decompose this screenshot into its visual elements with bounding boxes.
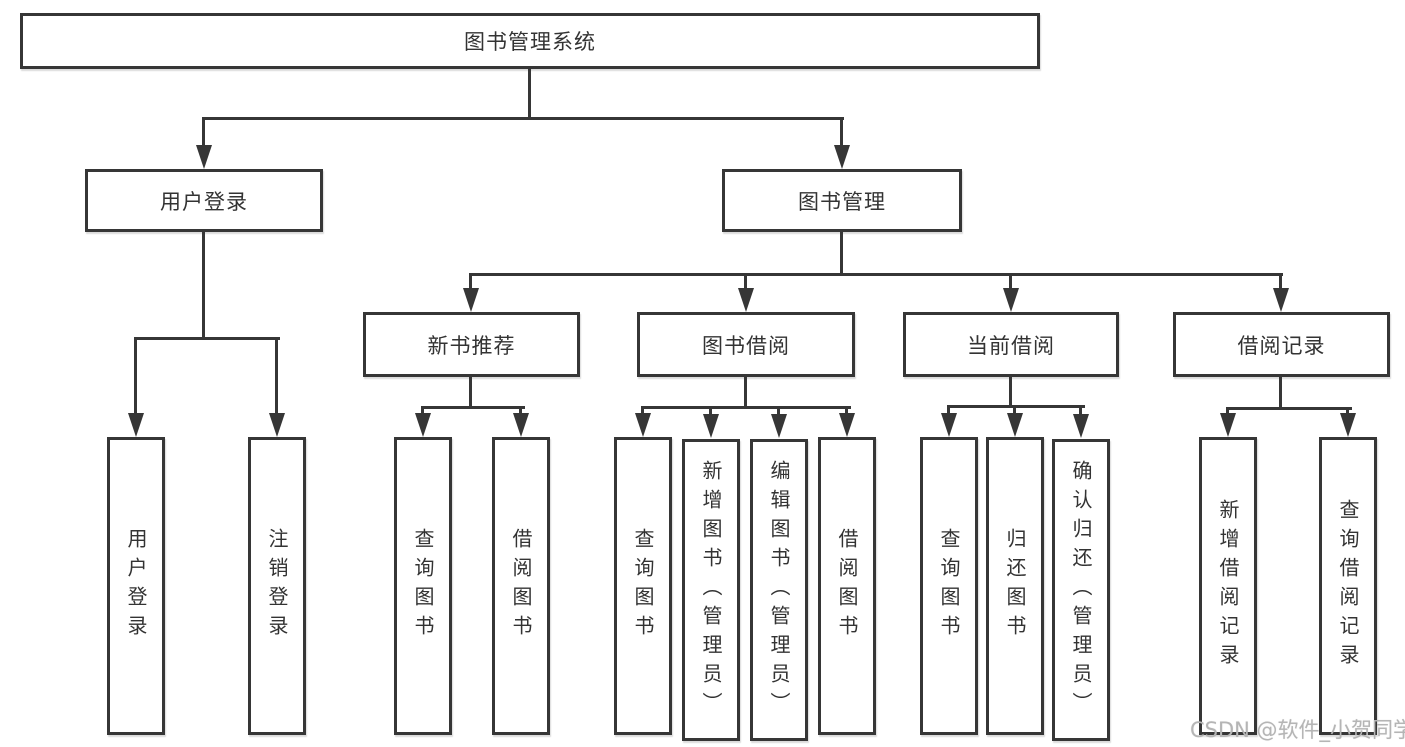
connector-line [1009, 273, 1012, 291]
connector-line [1013, 405, 1016, 416]
connector-line [744, 273, 747, 291]
leaf-logout: 注销登录 [248, 437, 306, 735]
connector-line [275, 337, 278, 415]
leaf-borrow-books: 借阅图书 [818, 437, 876, 735]
connector-line [202, 117, 205, 147]
leaf-label: 查询图书 [937, 528, 961, 644]
connector-line [469, 273, 1283, 276]
node-current-borrowing: 当前借阅 [903, 312, 1119, 377]
connector-line [528, 69, 531, 117]
connector-line [202, 117, 844, 120]
watermark-text: CSDN @软件_小贺同学 [1190, 718, 1405, 742]
arrowhead-down-icon [703, 414, 719, 438]
connector-line [469, 273, 472, 291]
leaf-label: 新增图书（管理员） [699, 459, 723, 721]
node-label: 用户登录 [160, 189, 248, 214]
connector-line [134, 337, 137, 415]
node-borrowing-records: 借阅记录 [1173, 312, 1390, 377]
node-label: 当前借阅 [967, 333, 1055, 358]
node-label: 新书推荐 [427, 333, 516, 358]
leaf-label: 查询借阅记录 [1336, 499, 1360, 673]
connector-line [1279, 377, 1282, 407]
connector-line [134, 337, 280, 340]
leaf-label: 归还图书 [1003, 528, 1027, 644]
leaf-query-books-recommend: 查询图书 [394, 437, 452, 735]
node-library-management-system: 图书管理系统 [20, 13, 1040, 69]
arrowhead-down-icon [834, 145, 850, 169]
arrowhead-down-icon [1003, 288, 1019, 312]
arrowhead-down-icon [1340, 413, 1356, 437]
connector-line [1009, 377, 1012, 405]
leaf-label: 编辑图书（管理员） [767, 459, 791, 721]
connector-line [947, 405, 1085, 408]
leaf-add-books-admin: 新增图书（管理员） [682, 439, 740, 741]
node-label: 图书管理系统 [464, 30, 596, 54]
node-label: 借阅记录 [1237, 333, 1326, 358]
arrowhead-down-icon [941, 413, 957, 437]
connector-line [947, 405, 950, 416]
arrowhead-down-icon [1073, 414, 1089, 438]
arrowhead-down-icon [513, 413, 529, 437]
connector-line [1226, 407, 1352, 410]
connector-line [1346, 407, 1349, 416]
arrowhead-down-icon [463, 288, 479, 312]
arrowhead-down-icon [1273, 288, 1289, 312]
connector-line [1226, 407, 1229, 416]
connector-line [421, 406, 525, 409]
leaf-label: 确认归还（管理员） [1069, 459, 1093, 721]
arrowhead-down-icon [196, 145, 212, 169]
leaf-confirm-return-admin: 确认归还（管理员） [1052, 439, 1110, 741]
leaf-borrow-books-recommend: 借阅图书 [492, 437, 550, 735]
arrowhead-down-icon [269, 413, 285, 437]
node-label: 图书管理 [798, 189, 886, 214]
leaf-add-borrow-record: 新增借阅记录 [1199, 437, 1257, 735]
node-book-management: 图书管理 [722, 169, 962, 232]
connector-line [845, 406, 848, 416]
connector-line [840, 232, 843, 273]
connector-line [519, 406, 522, 416]
connector-line [641, 406, 851, 409]
connector-line [421, 406, 424, 416]
connector-line [840, 117, 843, 147]
leaf-label: 借阅图书 [509, 528, 533, 644]
node-label: 图书借阅 [702, 333, 790, 358]
leaf-query-borrow-record: 查询借阅记录 [1319, 437, 1377, 735]
node-book-borrowing: 图书借阅 [637, 312, 855, 377]
leaf-label: 用户登录 [124, 528, 148, 644]
connector-line [709, 406, 712, 416]
arrowhead-down-icon [771, 414, 787, 438]
leaf-user-login: 用户登录 [107, 437, 165, 735]
connector-line [202, 232, 205, 337]
leaf-label: 借阅图书 [835, 528, 859, 644]
node-user-login: 用户登录 [85, 169, 323, 232]
connector-line [744, 377, 747, 406]
leaf-return-books: 归还图书 [986, 437, 1044, 735]
leaf-query-books-current: 查询图书 [920, 437, 978, 735]
arrowhead-down-icon [738, 288, 754, 312]
connector-line [1079, 405, 1082, 416]
leaf-query-books-borrowing: 查询图书 [614, 437, 672, 735]
arrowhead-down-icon [1220, 413, 1236, 437]
node-new-book-recommendation: 新书推荐 [363, 312, 580, 377]
arrowhead-down-icon [415, 413, 431, 437]
connector-line [469, 377, 472, 406]
leaf-label: 新增借阅记录 [1216, 499, 1240, 673]
connector-line [1279, 273, 1282, 291]
arrowhead-down-icon [839, 413, 855, 437]
leaf-label: 查询图书 [411, 528, 435, 644]
leaf-label: 查询图书 [631, 528, 655, 644]
connector-line [777, 406, 780, 416]
connector-line [641, 406, 644, 416]
arrowhead-down-icon [635, 413, 651, 437]
leaf-edit-books-admin: 编辑图书（管理员） [750, 439, 808, 741]
arrowhead-down-icon [1007, 413, 1023, 437]
leaf-label: 注销登录 [265, 528, 289, 644]
arrowhead-down-icon [128, 413, 144, 437]
